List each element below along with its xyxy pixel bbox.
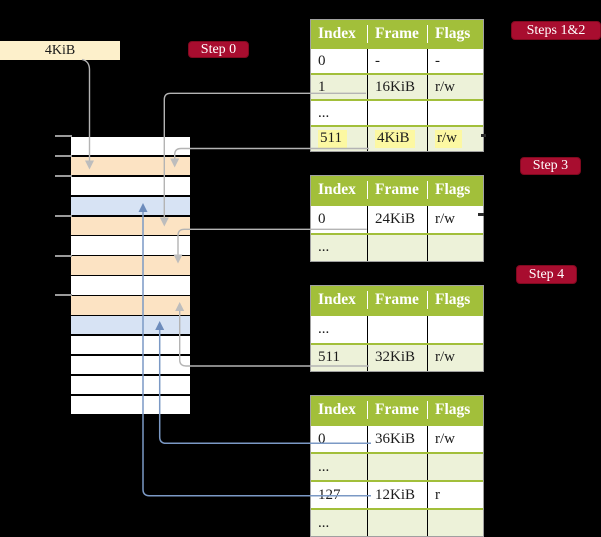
cell-flags	[428, 235, 483, 262]
memory-stack	[70, 136, 191, 415]
page-table-level2-b: Index Frame Flags ... 511 32KiB r/w	[310, 285, 484, 372]
cell-frame	[368, 234, 428, 261]
table-row-highlighted: 511 4KiB r/w	[311, 125, 483, 151]
marker-dash	[478, 213, 484, 216]
cell-frame: 12KiB	[368, 482, 428, 508]
cell-index: 0	[311, 206, 368, 233]
badge-step-3: Step 3	[520, 157, 581, 175]
cell-frame: 24KiB	[368, 206, 428, 233]
cell-frame: 32KiB	[368, 344, 428, 371]
cell-flags: -	[435, 52, 440, 69]
cell-flags: r/w	[435, 430, 455, 447]
col-header-index: Index	[311, 401, 368, 419]
table-row: 127 12KiB r	[311, 480, 483, 508]
table-row: 511 32KiB r/w	[311, 342, 483, 371]
cell-frame	[368, 510, 428, 536]
memory-row-6-free	[71, 236, 190, 255]
col-header-index: Index	[311, 181, 368, 199]
cell-frame	[368, 454, 428, 480]
badge-steps-1-2: Steps 1&2	[511, 21, 601, 40]
page-table-level3: Index Frame Flags 0 36KiB r/w ... 127 12…	[310, 395, 484, 537]
cell-index: ...	[311, 454, 368, 480]
col-header-frame: Frame	[368, 291, 428, 309]
table-row: ...	[311, 99, 483, 125]
cell-flags	[428, 101, 483, 125]
marker-dash	[481, 134, 486, 137]
memory-row-4-pagetable	[71, 196, 190, 216]
cell-frame: 16KiB	[368, 75, 428, 99]
col-header-index: Index	[311, 24, 368, 43]
memory-row-13-free	[71, 375, 190, 395]
cell-flags: r	[435, 486, 440, 503]
cell-flags: r/w	[435, 78, 455, 95]
cell-frame	[368, 316, 428, 343]
cell-frame	[368, 101, 428, 125]
badge-step-4: Step 4	[516, 265, 577, 284]
memory-row-1-free	[71, 137, 190, 156]
badge-step-0: Step 0	[188, 41, 249, 58]
table-row: 0 - -	[311, 47, 483, 73]
cell-index: 511	[311, 344, 368, 371]
memory-row-5-used	[71, 216, 190, 235]
memory-row-8-free	[71, 276, 190, 295]
table-header: Index Frame Flags	[311, 176, 483, 204]
memory-row-7-used	[71, 256, 190, 275]
highlighted-value: 511	[318, 130, 347, 148]
table-row: 1 16KiB r/w	[311, 73, 483, 99]
cell-flags: r/w	[428, 127, 483, 151]
col-header-flags: Flags	[435, 401, 471, 418]
cell-flags: r/w	[435, 210, 455, 227]
table-row: ...	[311, 452, 483, 480]
cell-frame: -	[368, 49, 428, 73]
memory-row-14-free	[71, 395, 190, 414]
memory-tick	[55, 155, 72, 157]
cell-flags	[428, 510, 483, 536]
cell-flags	[428, 316, 483, 343]
memory-row-12-free	[71, 355, 190, 375]
cell-frame: 36KiB	[368, 426, 428, 452]
page-table-level1: Index Frame Flags 0 - - 1 16KiB r/w ... …	[310, 19, 484, 152]
col-header-frame: Frame	[368, 401, 428, 419]
memory-row-9-used	[71, 296, 190, 315]
col-header-flags: Flags	[435, 291, 471, 308]
cell-index: ...	[311, 101, 368, 125]
cell-index: ...	[311, 510, 368, 536]
table-row: ...	[311, 314, 483, 343]
table-header: Index Frame Flags	[311, 20, 483, 47]
page-size-label: 4KiB	[0, 41, 120, 60]
cell-index: ...	[311, 316, 368, 343]
memory-tick	[55, 255, 72, 257]
cell-index: ...	[311, 234, 368, 261]
col-header-frame: Frame	[368, 181, 428, 199]
memory-row-3-free	[71, 176, 190, 196]
memory-tick	[55, 294, 72, 296]
col-header-flags: Flags	[435, 181, 471, 198]
cell-index: 1	[311, 75, 368, 99]
table-row: ...	[311, 508, 483, 536]
col-header-index: Index	[311, 291, 368, 309]
page-table-level2-a: Index Frame Flags 0 24KiB r/w ...	[310, 175, 484, 262]
table-row: 0 24KiB r/w	[311, 204, 483, 233]
table-header: Index Frame Flags	[311, 396, 483, 424]
table-row: ...	[311, 232, 483, 262]
col-header-frame: Frame	[368, 24, 428, 43]
memory-row-11-free	[71, 335, 190, 355]
cell-index: 127	[311, 482, 368, 508]
table-row: 0 36KiB r/w	[311, 424, 483, 452]
highlighted-value: 4KiB	[375, 130, 415, 148]
cell-index: 0	[311, 49, 368, 73]
cell-flags	[428, 454, 483, 480]
cell-index: 0	[311, 426, 368, 452]
cell-index: 511	[311, 127, 368, 151]
memory-tick	[55, 135, 72, 137]
memory-tick	[55, 175, 72, 177]
memory-tick	[55, 215, 72, 217]
table-header: Index Frame Flags	[311, 286, 483, 314]
cell-frame: 4KiB	[368, 127, 428, 151]
memory-row-10-pagetable	[71, 316, 190, 335]
cell-flags: r/w	[435, 349, 455, 366]
highlighted-value: r/w	[435, 130, 462, 148]
memory-row-2-used	[71, 156, 190, 176]
col-header-flags: Flags	[435, 24, 471, 42]
